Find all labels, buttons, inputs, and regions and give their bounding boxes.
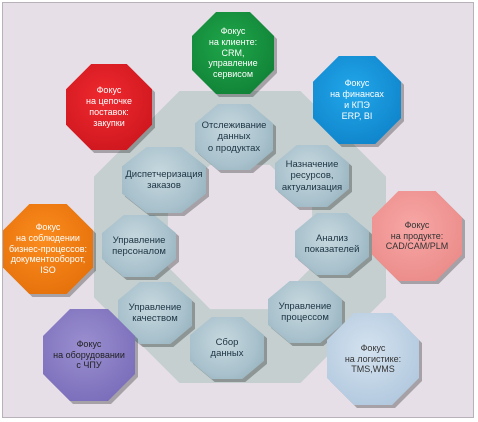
focus-node-label-line: ISO: [40, 265, 56, 276]
process-node-label-line: данных: [210, 348, 244, 359]
focus-node-label-line: на финансах: [330, 89, 384, 100]
focus-node-label-line: TMS,WMS: [351, 364, 395, 375]
focus-node-label-line: управление: [208, 58, 258, 69]
focus-node-label-line: CAD/CAM/PLM: [385, 241, 449, 252]
focus-node-label-line: сервисом: [212, 69, 254, 80]
focus-node-label-line: CRM,: [221, 47, 245, 58]
process-node-label-line: Отслеживание: [201, 119, 267, 131]
process-node-label-line: ресурсов,: [290, 170, 334, 182]
process-node-label-line: Управление: [278, 300, 332, 312]
focus-node-label-line: Фокус: [76, 338, 102, 349]
focus-node-label-line: и КПЭ: [344, 100, 370, 110]
process-node-label-line: Сбор: [215, 336, 239, 348]
focus-node-label-line: Фокус: [96, 85, 122, 96]
focus-node-label-line: Фокус: [344, 78, 370, 89]
focus-node-label-line: Фокус: [404, 219, 430, 230]
process-node-label-line: данных: [217, 131, 251, 143]
process-node-label-line: Управление: [128, 301, 182, 313]
focus-node-label-line: поставок:: [89, 107, 129, 117]
process-node-label-line: Управление: [112, 234, 166, 246]
focus-node-label-line: на соблюдении: [16, 232, 80, 243]
focus-node-label-line: на оборудовании: [53, 349, 125, 360]
process-node-label-line: процессом: [281, 312, 329, 323]
focus-node-label-line: Фокус: [35, 222, 61, 232]
process-node-label-line: Диспетчеризация: [125, 168, 203, 180]
process-node-label-line: персоналом: [112, 246, 166, 257]
focus-node-label-line: ERP, BI: [341, 110, 373, 121]
process-node-label-line: качеством: [132, 313, 178, 324]
focus-node-label-line: на клиенте:: [208, 36, 258, 47]
focus-node-label-line: Фокус: [220, 26, 246, 36]
process-node-label-line: Анализ: [315, 232, 349, 244]
focus-node-label-line: на продукте:: [390, 230, 444, 241]
focus-node-label-line: документооборот,: [10, 254, 86, 265]
process-node-label-line: о продуктах: [207, 142, 261, 154]
process-node-label-line: актуализация: [281, 181, 343, 193]
focus-node-label-line: Фокус: [360, 342, 386, 353]
focus-node-label-line: бизнес-процессов:: [8, 243, 88, 254]
focus-node-label-line: на логистике:: [344, 353, 402, 364]
focus-node-label-line: закупки: [93, 117, 125, 128]
process-node-label-line: заказов: [147, 180, 181, 191]
focus-node-label-line: с ЧПУ: [76, 360, 102, 371]
hub-octagon-center: [167, 164, 313, 310]
process-node-label-line: показателей: [304, 244, 360, 255]
focus-node-label-line: на цепочке: [86, 96, 132, 107]
process-node-label-line: Назначение: [285, 158, 339, 170]
